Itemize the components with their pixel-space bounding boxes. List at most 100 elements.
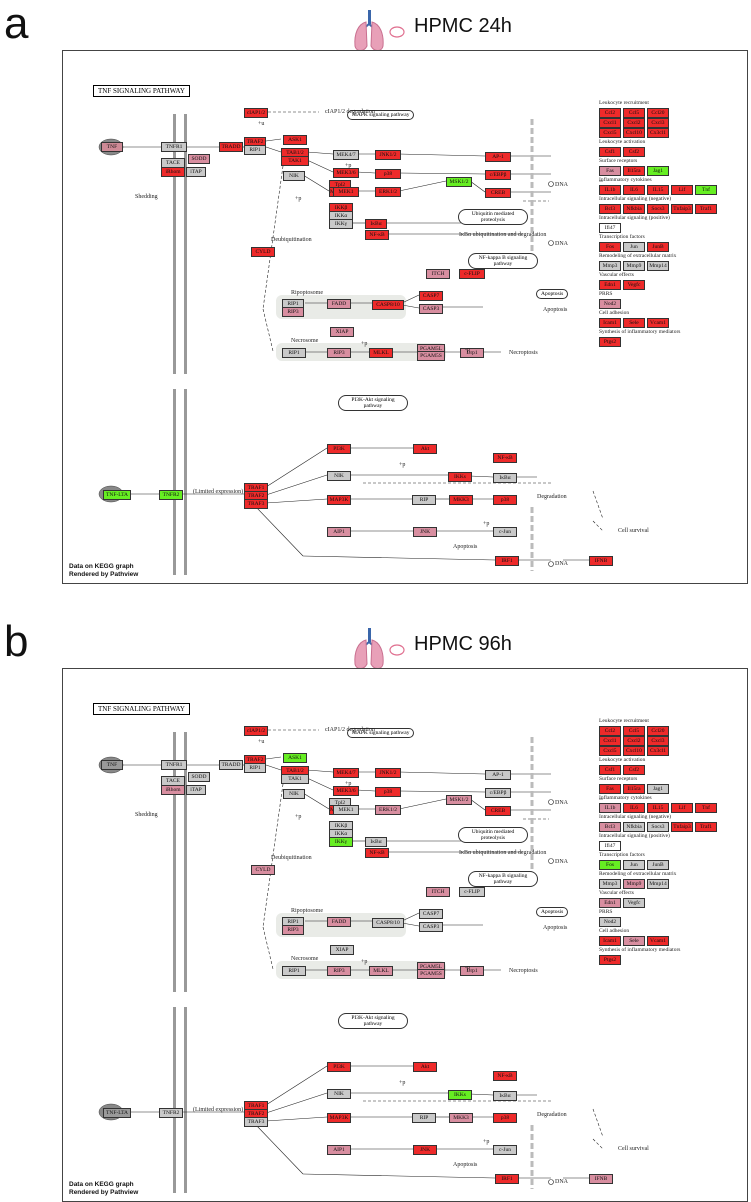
output-gene[interactable]: Nfkbia [623,822,645,832]
gene-node[interactable]: Akt [413,1062,437,1072]
output-gene[interactable]: Tnf [695,185,717,195]
output-gene[interactable]: Jag1 [647,166,669,176]
gene-node[interactable]: cIAP1/2 [244,108,268,118]
gene-node[interactable]: PGAM5S [417,969,445,979]
gene-node[interactable]: IKKs [448,472,472,482]
gene-node[interactable]: XIAP [330,327,354,337]
gene-node[interactable]: iRhom [161,785,185,795]
gene-node[interactable]: CASP3 [419,922,443,932]
gene-node[interactable]: JNK [413,1145,437,1155]
output-gene[interactable]: Mmp3 [599,261,621,271]
output-gene[interactable]: Ccl20 [647,726,669,736]
gene-node[interactable]: PGAM5S [417,351,445,361]
gene-node[interactable]: MEK1 [333,805,359,815]
gene-node[interactable]: IRF1 [495,556,519,566]
output-gene[interactable]: Cxcl10 [623,746,645,756]
output-gene[interactable]: IL15 [647,803,669,813]
output-gene[interactable]: Sele [623,936,645,946]
pathway-link-bubble[interactable]: MAPK signaling pathway [347,728,415,739]
output-gene[interactable]: Mmp14 [647,261,669,271]
gene-node[interactable]: IκBα [493,473,517,483]
output-gene[interactable]: JunB [647,860,669,870]
output-gene[interactable]: Mmp14 [647,879,669,889]
output-gene[interactable]: Ccl5 [623,726,645,736]
output-gene[interactable]: Fas [599,166,621,176]
gene-node[interactable]: TRADD [219,760,243,770]
gene-node[interactable]: CASP7 [419,291,443,301]
gene-node[interactable]: NF-κB [365,848,389,858]
gene-node[interactable]: iTAP [186,785,206,795]
pathway-link-bubble[interactable]: Apoptosis [536,907,569,918]
gene-node[interactable]: MSK1/2 [446,795,472,805]
output-gene[interactable]: Vegfc [623,280,645,290]
gene-node[interactable]: IκBα [365,219,387,229]
gene-node[interactable]: IκBα [493,1091,517,1101]
gene-node[interactable]: RIP [412,1113,436,1123]
gene-node[interactable]: TNF [101,760,123,770]
output-gene[interactable]: Ifi47 [599,223,621,233]
gene-node[interactable]: iTAP [186,167,206,177]
gene-node[interactable]: CASP8/10 [372,918,404,928]
gene-node[interactable]: PI3K [327,1062,351,1072]
output-gene[interactable]: Mmp9 [623,261,645,271]
gene-node[interactable]: RIP1 [244,145,266,155]
gene-node[interactable]: NF-κB [493,1071,517,1081]
gene-node[interactable]: MEK3/6 [333,168,359,178]
output-gene[interactable]: Il15ra [623,784,645,794]
output-gene[interactable]: Jag1 [647,784,669,794]
gene-node[interactable]: RIP3 [327,348,351,358]
gene-node[interactable]: MLKL [369,348,393,358]
gene-node[interactable]: NIK [327,1089,351,1099]
gene-node[interactable]: TNFR1 [161,760,187,770]
gene-node[interactable]: MSK1/2 [446,177,472,187]
output-gene[interactable]: IL1b [599,185,621,195]
gene-node[interactable]: ITCH [426,269,450,279]
output-gene[interactable]: Socs3 [647,204,669,214]
output-gene[interactable]: Fos [599,860,621,870]
output-gene[interactable]: Cxcl1 [599,118,621,128]
output-gene[interactable]: IL6 [623,185,645,195]
output-gene[interactable]: Cxcl2 [623,736,645,746]
gene-node[interactable]: TNFR2 [159,490,183,500]
gene-node[interactable]: JNK1/2 [375,768,401,778]
pathway-link-bubble[interactable]: NF-kappa B signaling pathway [468,871,538,888]
output-gene[interactable]: Traf1 [695,204,717,214]
gene-node[interactable]: MKK3 [449,495,473,505]
output-gene[interactable]: IL15 [647,185,669,195]
output-gene[interactable]: Fas [599,784,621,794]
output-gene[interactable]: Il15ra [623,166,645,176]
output-gene[interactable]: Nfkbia [623,204,645,214]
output-gene[interactable]: Ifi47 [599,841,621,851]
gene-node[interactable]: cIAP1/2 [244,726,268,736]
gene-node[interactable]: FADD [327,299,351,309]
pathway-link-bubble[interactable]: Ubiquitin mediated proteolysis [458,209,528,226]
output-gene[interactable]: Cxcl3 [647,736,669,746]
gene-node[interactable]: TNFR2 [159,1108,183,1118]
output-gene[interactable]: Cx3cl1 [647,128,669,138]
gene-node[interactable]: TNFR1 [161,142,187,152]
output-gene[interactable]: Cxcl3 [647,118,669,128]
output-gene[interactable]: JunB [647,242,669,252]
output-gene[interactable]: Ccl2 [599,108,621,118]
output-gene[interactable]: Jun [623,860,645,870]
output-gene[interactable]: Mmp9 [623,879,645,889]
output-gene[interactable]: Vcam1 [647,318,669,328]
gene-node[interactable]: ERK1/2 [375,805,401,815]
gene-node[interactable]: TRADD [219,142,243,152]
output-gene[interactable]: IL1b [599,803,621,813]
gene-node[interactable]: RIP3 [327,966,351,976]
gene-node[interactable]: ASK1 [283,135,307,145]
gene-node[interactable]: ASK1 [283,753,307,763]
gene-node[interactable]: c/EBPβ [485,170,511,180]
output-gene[interactable]: Edn1 [599,898,621,908]
gene-node[interactable]: iRhom [161,167,185,177]
output-gene[interactable]: Bcl3 [599,204,621,214]
output-gene[interactable]: Tnfaip3 [671,822,693,832]
gene-node[interactable]: RIP3 [282,307,304,317]
output-gene[interactable]: Traf1 [695,822,717,832]
gene-node[interactable]: Akt [413,444,437,454]
gene-node[interactable]: SODD [188,772,210,782]
output-gene[interactable]: Nod2 [599,917,621,927]
gene-node[interactable]: c/EBPβ [485,788,511,798]
gene-node[interactable]: TRAF3 [244,1117,268,1127]
